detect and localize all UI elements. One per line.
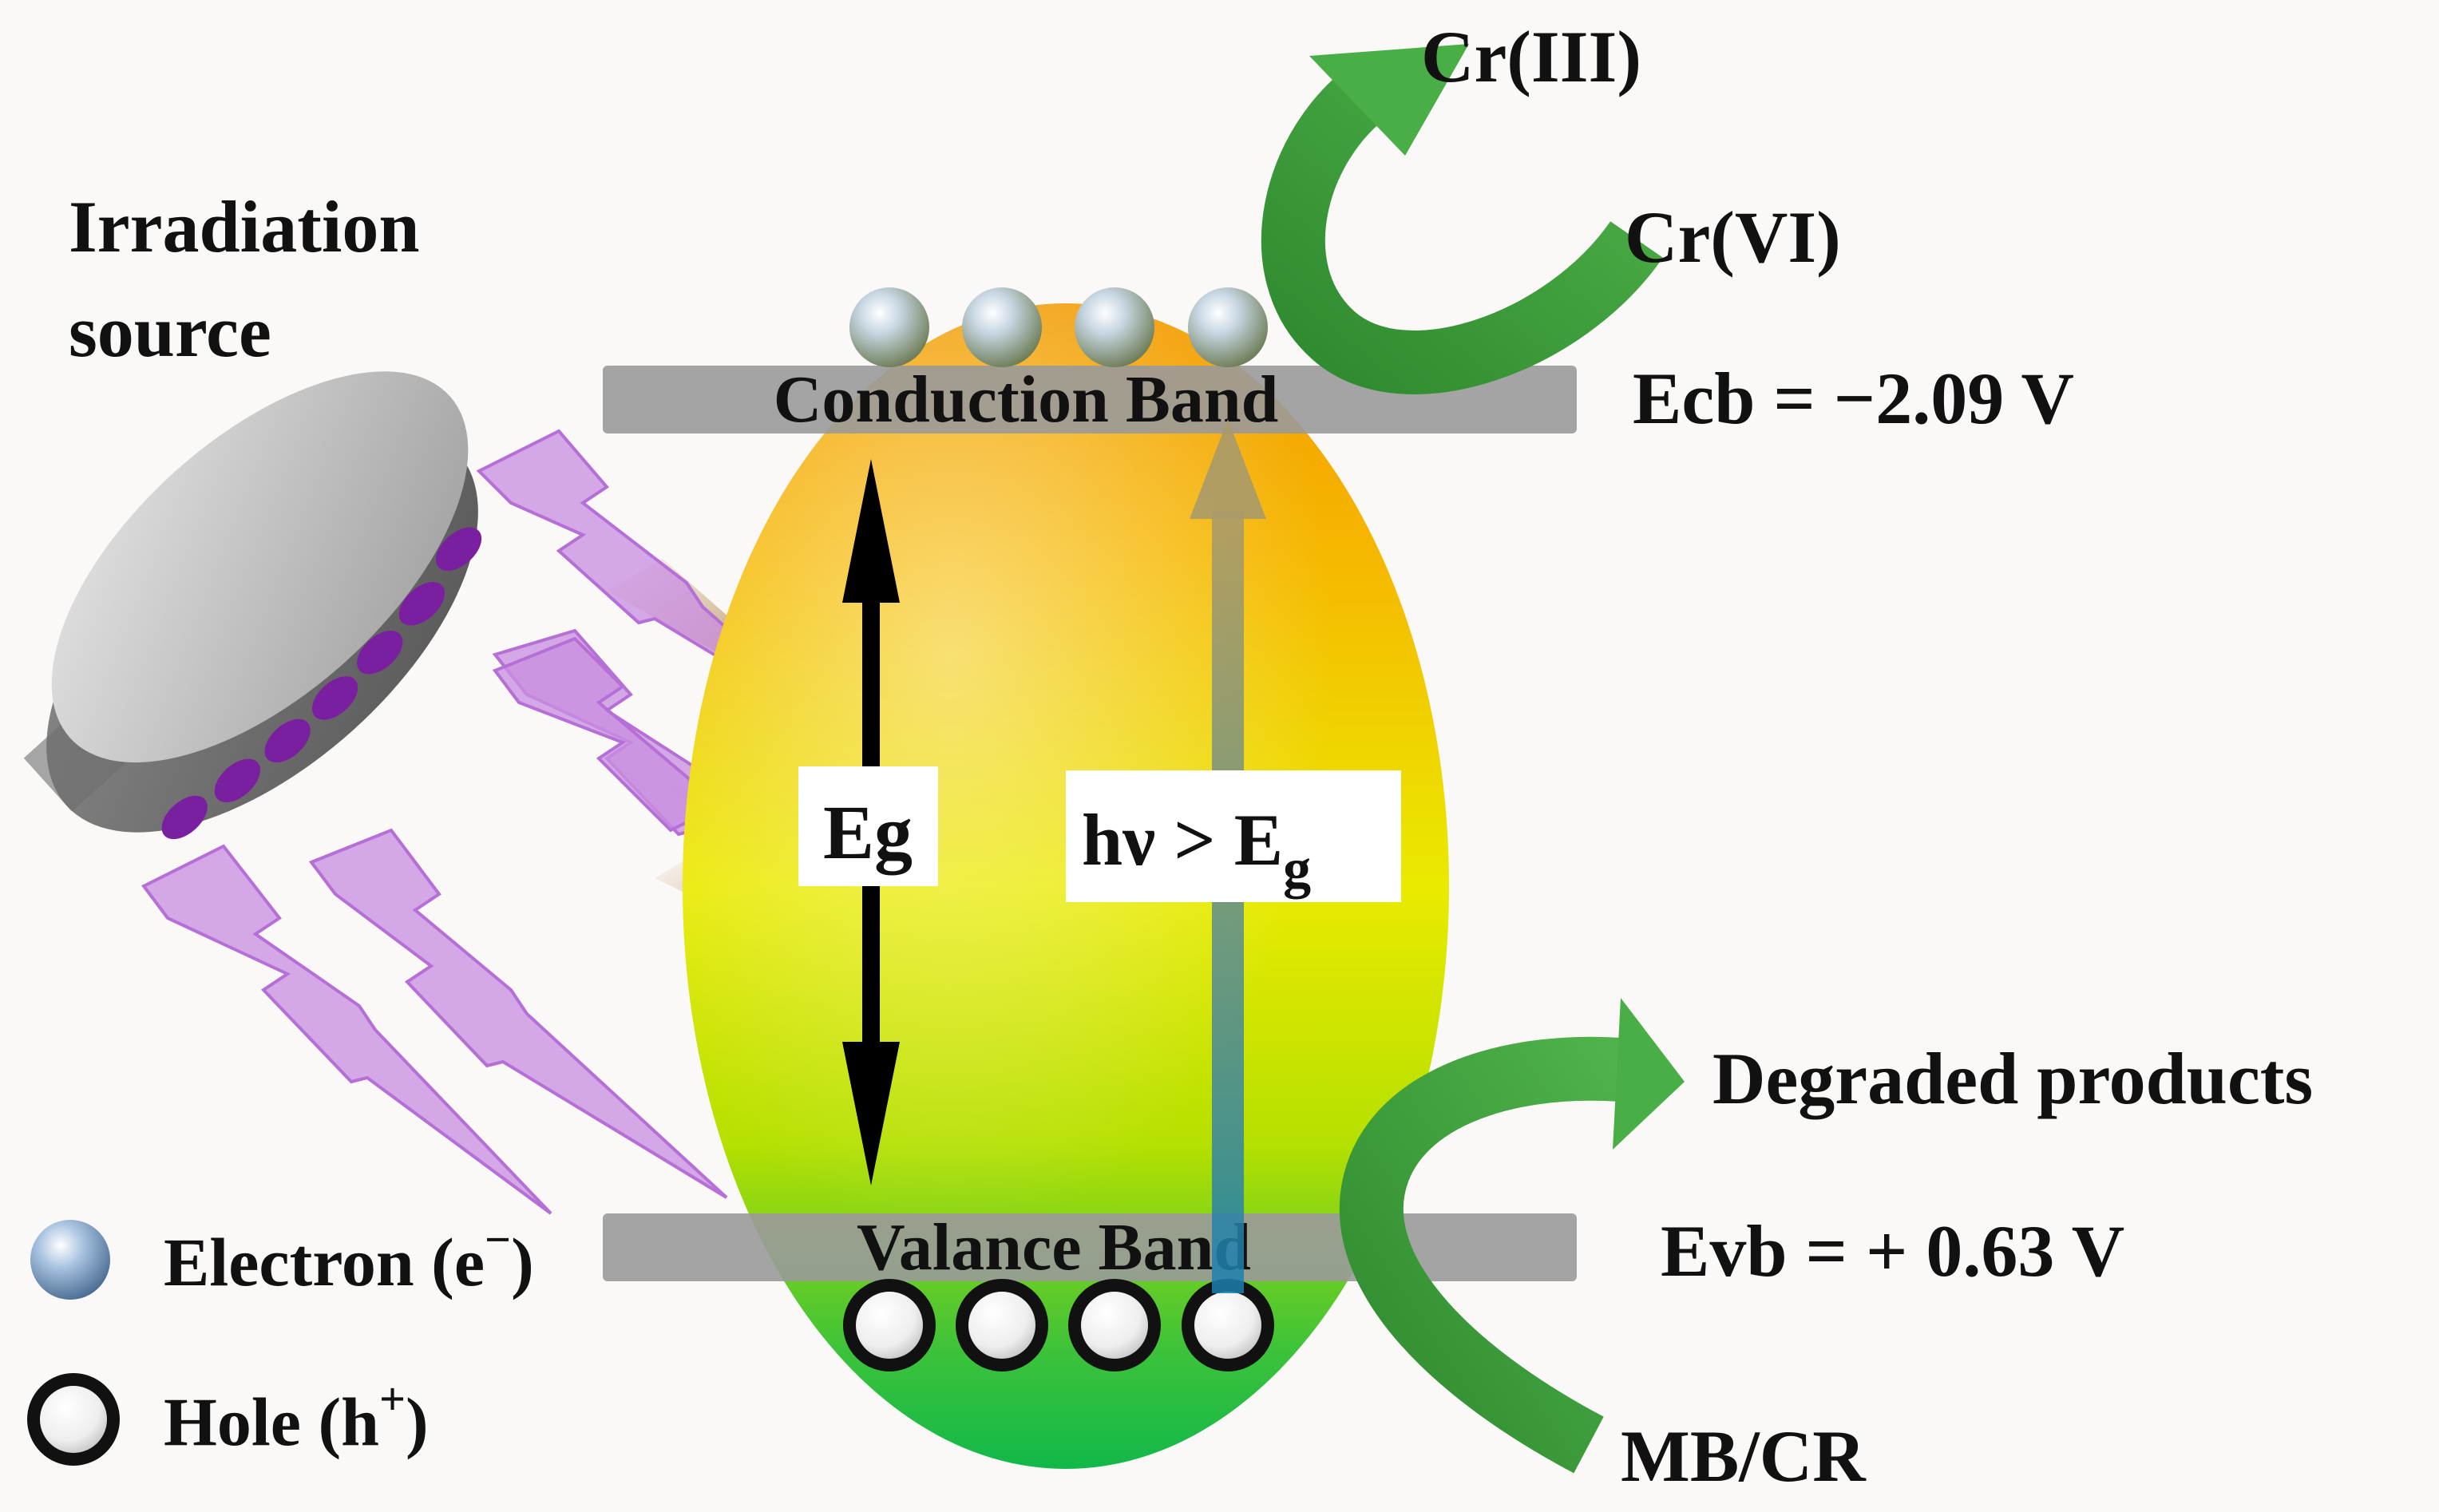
valance-band-label: Valance Band bbox=[857, 1210, 1251, 1284]
ecb-label: Ecb = −2.09 V bbox=[1633, 358, 2074, 439]
legend: Electron (e−) Hole (h+) bbox=[27, 1213, 534, 1466]
cr3-label: Cr(III) bbox=[1421, 16, 1641, 97]
hole-circle-icon bbox=[27, 1373, 120, 1466]
irradiation-label-line2: source bbox=[69, 291, 271, 372]
curved-arrow-icon bbox=[1261, 44, 1663, 394]
evb-label: Evb = + 0.63 V bbox=[1661, 1210, 2124, 1292]
electron-sphere-icon bbox=[1075, 287, 1154, 367]
electron-sphere-icon bbox=[30, 1220, 110, 1300]
lamp-icon bbox=[23, 371, 482, 840]
conduction-band-label: Conduction Band bbox=[774, 362, 1279, 437]
hole-circle-icon bbox=[1182, 1279, 1274, 1371]
degraded-products-label: Degraded products bbox=[1712, 1038, 2313, 1119]
conduction-electrons bbox=[849, 287, 1268, 367]
irradiation-label-line1: Irradiation bbox=[69, 186, 420, 267]
lamp-led-strip bbox=[161, 527, 482, 840]
electron-sphere-icon bbox=[962, 287, 1042, 367]
hole-circle-icon bbox=[1068, 1279, 1161, 1371]
valence-holes bbox=[843, 1279, 1274, 1371]
hole-circle-icon bbox=[843, 1279, 936, 1371]
mbcr-label: MB/CR bbox=[1621, 1415, 1867, 1497]
legend-electron-label: Electron (e−) bbox=[164, 1213, 534, 1300]
lightning-bolt-icon bbox=[141, 844, 552, 1215]
electron-sphere-icon bbox=[849, 287, 929, 367]
electron-sphere-icon bbox=[1188, 287, 1268, 367]
valance-band-bar bbox=[603, 1213, 1577, 1281]
conduction-band-bar bbox=[603, 366, 1577, 433]
hv-label-box bbox=[1066, 770, 1401, 902]
eg-label-box bbox=[798, 766, 938, 886]
lightning-bolt-icon bbox=[308, 828, 728, 1199]
legend-hole-label: Hole (h+) bbox=[164, 1373, 429, 1460]
hv-label: hν > Eg bbox=[1082, 799, 1311, 900]
curved-arrow-icon bbox=[1339, 998, 1685, 1474]
eg-label: Eg bbox=[823, 790, 913, 875]
hole-circle-icon bbox=[956, 1279, 1048, 1371]
cr6-label: Cr(VI) bbox=[1625, 196, 1841, 278]
